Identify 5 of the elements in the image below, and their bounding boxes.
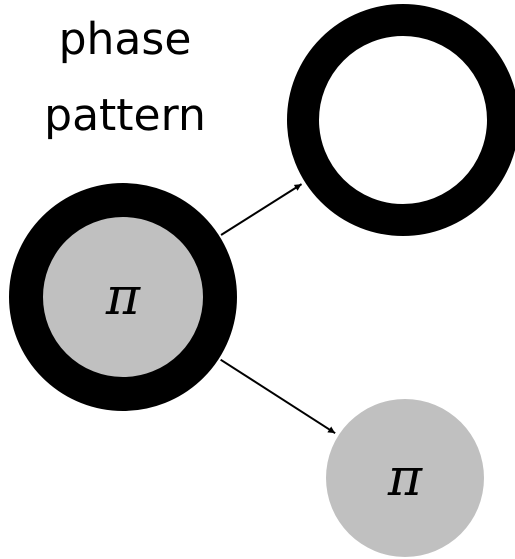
arrow bbox=[220, 183, 302, 236]
symbol-label: π bbox=[106, 271, 140, 323]
heading-label: phase pattern bbox=[43, 13, 207, 143]
arrow bbox=[220, 358, 336, 434]
symbol-label: π bbox=[388, 452, 422, 504]
